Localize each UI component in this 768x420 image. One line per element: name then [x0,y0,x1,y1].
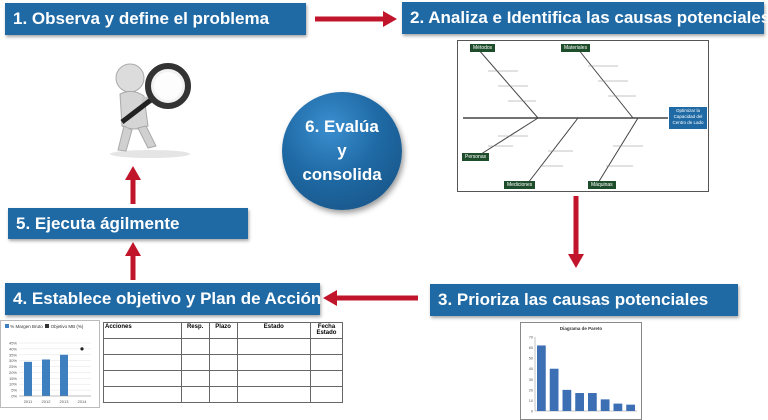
mini-y-tick-label: 5% [11,388,17,393]
mini-y-tick-label: 20% [9,370,17,375]
fishbone-category-measurements: Mediciones [504,181,536,189]
pareto-plot: 70 60 50 40 30 20 10 0 [529,336,637,414]
arrow-5-to-1 [125,166,141,204]
fishbone-category-materials: Materiales [561,44,591,52]
pareto-y-tick-label: 0 [531,410,533,414]
step-4-objective-action-plan: 4. Establece objetivo y Plan de Acción [5,283,322,315]
pareto-y-tick-label: 40 [529,367,533,371]
mini-y-tick-label: 25% [9,364,17,369]
mini-bar [42,359,50,396]
fishbone-category-methods: Métodos [470,44,496,52]
pareto-bar [613,403,623,411]
pareto-bar [588,393,597,411]
pareto-y-tick-label: 70 [529,336,533,340]
pareto-y-tick-label: 60 [529,346,533,350]
table-row [103,354,344,371]
mini-x-tick-label: 2012 [42,399,52,404]
pareto-bar [562,389,572,411]
step-4-label: 4. Establece objetivo y Plan de Acción [13,289,322,308]
pareto-y-tick-label: 20 [529,388,533,392]
mini-y-tick-label: 0% [11,394,17,399]
step-5-execute: 5. Ejecuta ágilmente [8,208,248,239]
mini-objective-point [80,347,84,351]
step-6-evaluate-consolidate: 6. Evalúa y consolida [282,92,402,210]
mini-y-tick-label: 30% [9,358,17,363]
margin-bar-chart: % Margen Bruto Objetivo MB (%) 45%40%35%… [0,320,100,408]
mini-x-tick-label: 2013 [60,399,70,404]
arrow-3-to-4 [323,290,418,306]
fishbone-effect: Optimizar la Capacidad del Centro de Lad… [669,107,707,129]
step-6-line3: consolida [302,165,382,184]
col-fecha-estado: Fecha Estado [309,322,344,339]
mini-y-tick-label: 10% [9,382,17,387]
mini-x-tick-label: 2014 [78,399,88,404]
table-row [103,386,344,403]
arrow-4-to-5 [125,242,141,280]
pareto-bar [575,393,584,411]
table-header-row: Acciones Resp. Plazo Estado Fecha Estado [103,322,344,339]
pareto-bar [537,345,546,411]
mini-bar [60,354,68,396]
mini-legend-series-1: % Margen Bruto [10,324,43,329]
fishbone-lines [463,48,668,184]
mini-chart-plot: 45%40%35%30%25%20%15%10%5%0% 2011 2012 2013… [9,341,91,404]
mini-y-tick-label: 40% [9,346,17,351]
step-3-label: 3. Prioriza las causas potenciales [438,290,709,309]
pareto-bar [549,368,559,411]
pareto-chart: Diagrama de Pareto 70 60 50 40 30 20 10 0 [520,322,642,420]
mini-legend-series-2: Objetivo MB (%) [50,324,84,329]
pareto-y-tick-label: 30 [529,378,533,382]
table-row [103,370,344,387]
arrow-1-to-2 [315,11,397,27]
pareto-bar [626,404,635,411]
mini-chart-legend: % Margen Bruto Objetivo MB (%) [5,324,83,329]
col-acciones: Acciones [103,322,182,339]
magnifier-figure-illustration [110,63,191,158]
table-row [103,338,344,355]
mini-y-tick-label: 45% [9,341,17,346]
fishbone-category-machines: Máquinas [588,181,616,189]
step-2-label: 2. Analiza e Identifica las causas poten… [410,8,768,27]
pareto-y-tick-label: 50 [529,357,533,361]
pareto-bar [600,399,610,411]
mini-y-tick-label: 35% [9,352,17,357]
col-plazo: Plazo [208,322,238,339]
mini-x-tick-label: 2011 [24,399,33,404]
step-2-analyze-causes: 2. Analiza e Identifica las causas poten… [402,2,768,34]
action-plan-table: Acciones Resp. Plazo Estado Fecha Estado [103,322,344,403]
pareto-y-tick-label: 10 [529,399,533,403]
step-3-prioritize-causes: 3. Prioriza las causas potenciales [430,284,738,316]
step-6-line1: 6. Evalúa [305,117,379,136]
step-5-label: 5. Ejecuta ágilmente [16,213,180,233]
pareto-title: Diagrama de Pareto [559,326,603,331]
fishbone-category-people: Personas [462,153,490,161]
step-1-observe-define: 1. Observa y define el problema [5,3,306,35]
mini-bar [24,361,32,396]
arrow-2-to-3 [568,196,584,268]
col-resp: Resp. [180,322,210,339]
fishbone-diagram: Métodos Materiales Personas Mediciones M… [457,40,709,192]
col-estado: Estado [236,322,311,339]
step-1-label: 1. Observa y define el problema [13,9,270,28]
step-6-line2: y [337,141,347,160]
mini-y-tick-label: 15% [9,376,17,381]
